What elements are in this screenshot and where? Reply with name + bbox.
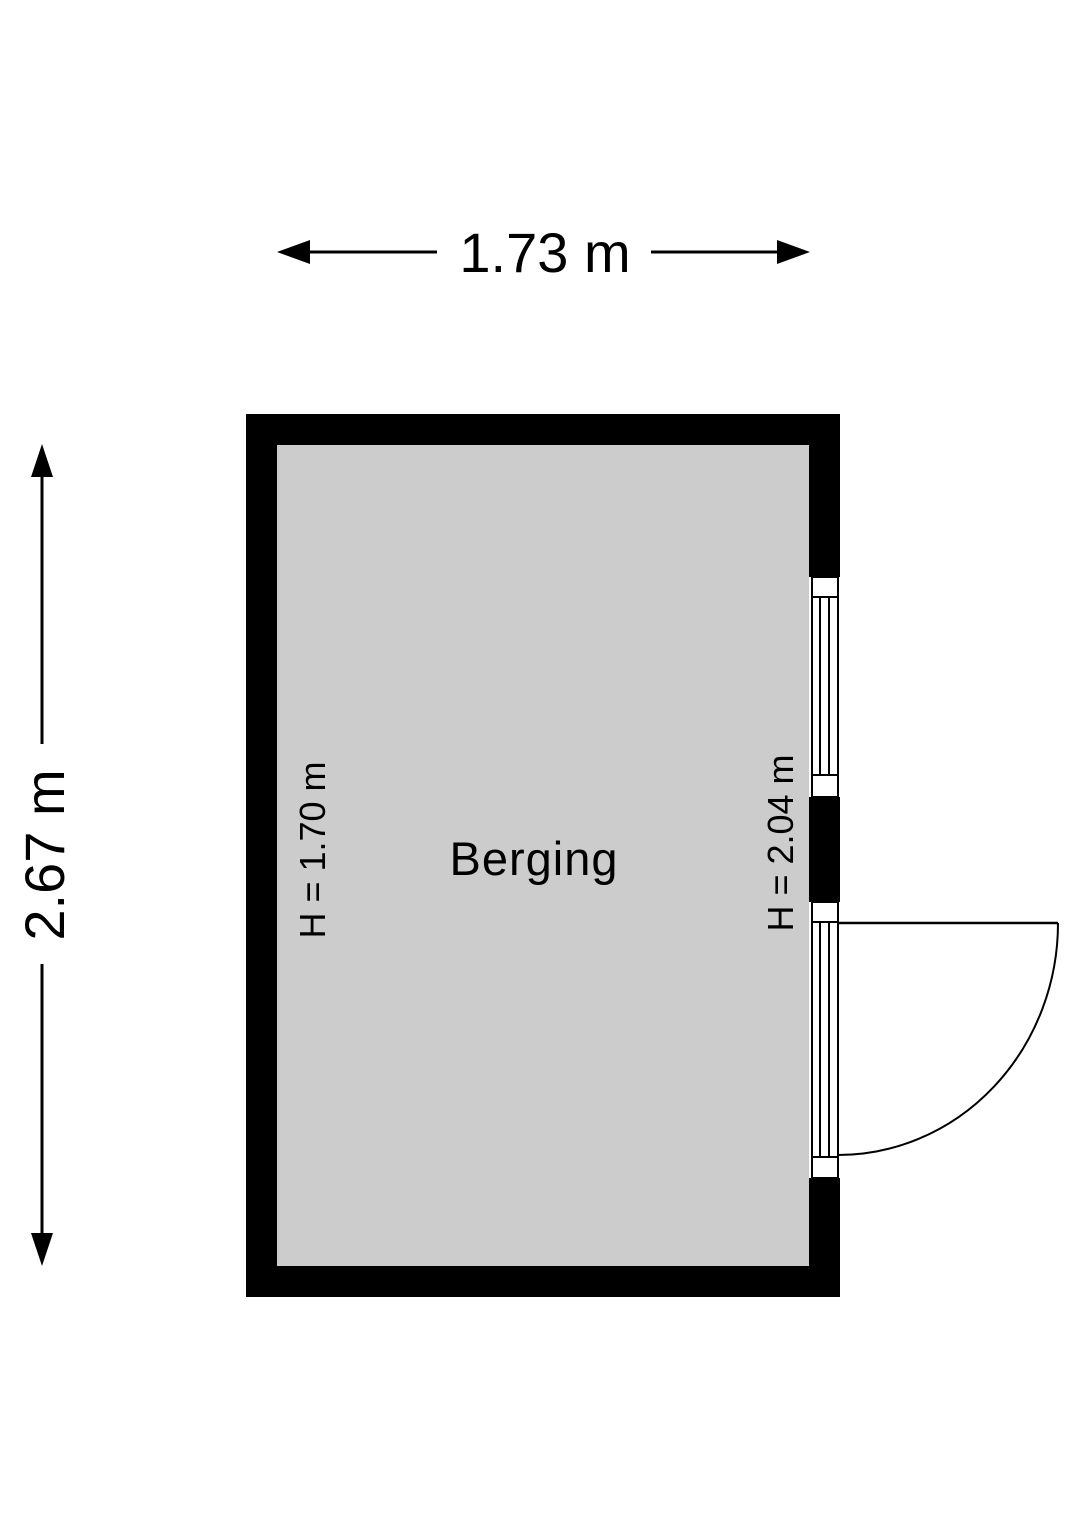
wall-right-upper bbox=[809, 414, 840, 577]
arrow-down-icon bbox=[31, 1233, 53, 1266]
room-name-label: Berging bbox=[450, 832, 619, 885]
door bbox=[811, 901, 1059, 1179]
wall-left bbox=[246, 414, 277, 1297]
wall-right-middle bbox=[809, 797, 840, 902]
door-swing-arc bbox=[837, 922, 1059, 1156]
width-dimension: 1.73 m bbox=[277, 221, 810, 284]
arrow-right-icon bbox=[777, 240, 810, 264]
wall-right-lower bbox=[809, 1178, 840, 1297]
wall-bottom bbox=[246, 1266, 840, 1297]
wall-top bbox=[246, 414, 840, 445]
window bbox=[811, 576, 839, 798]
arrow-up-icon bbox=[31, 444, 53, 477]
walls bbox=[246, 414, 840, 1297]
width-dimension-label: 1.73 m bbox=[459, 221, 630, 284]
length-dimension-label: 2.67 m bbox=[13, 769, 76, 940]
arrow-left-icon bbox=[277, 240, 310, 264]
window-frame bbox=[811, 576, 839, 798]
length-dimension: 2.67 m bbox=[13, 444, 76, 1266]
ceiling-height-left-label: H = 1.70 m bbox=[292, 761, 333, 938]
ceiling-height-right-label: H = 2.04 m bbox=[760, 754, 801, 931]
room-floor bbox=[277, 445, 809, 1266]
door-frame bbox=[811, 901, 839, 1179]
